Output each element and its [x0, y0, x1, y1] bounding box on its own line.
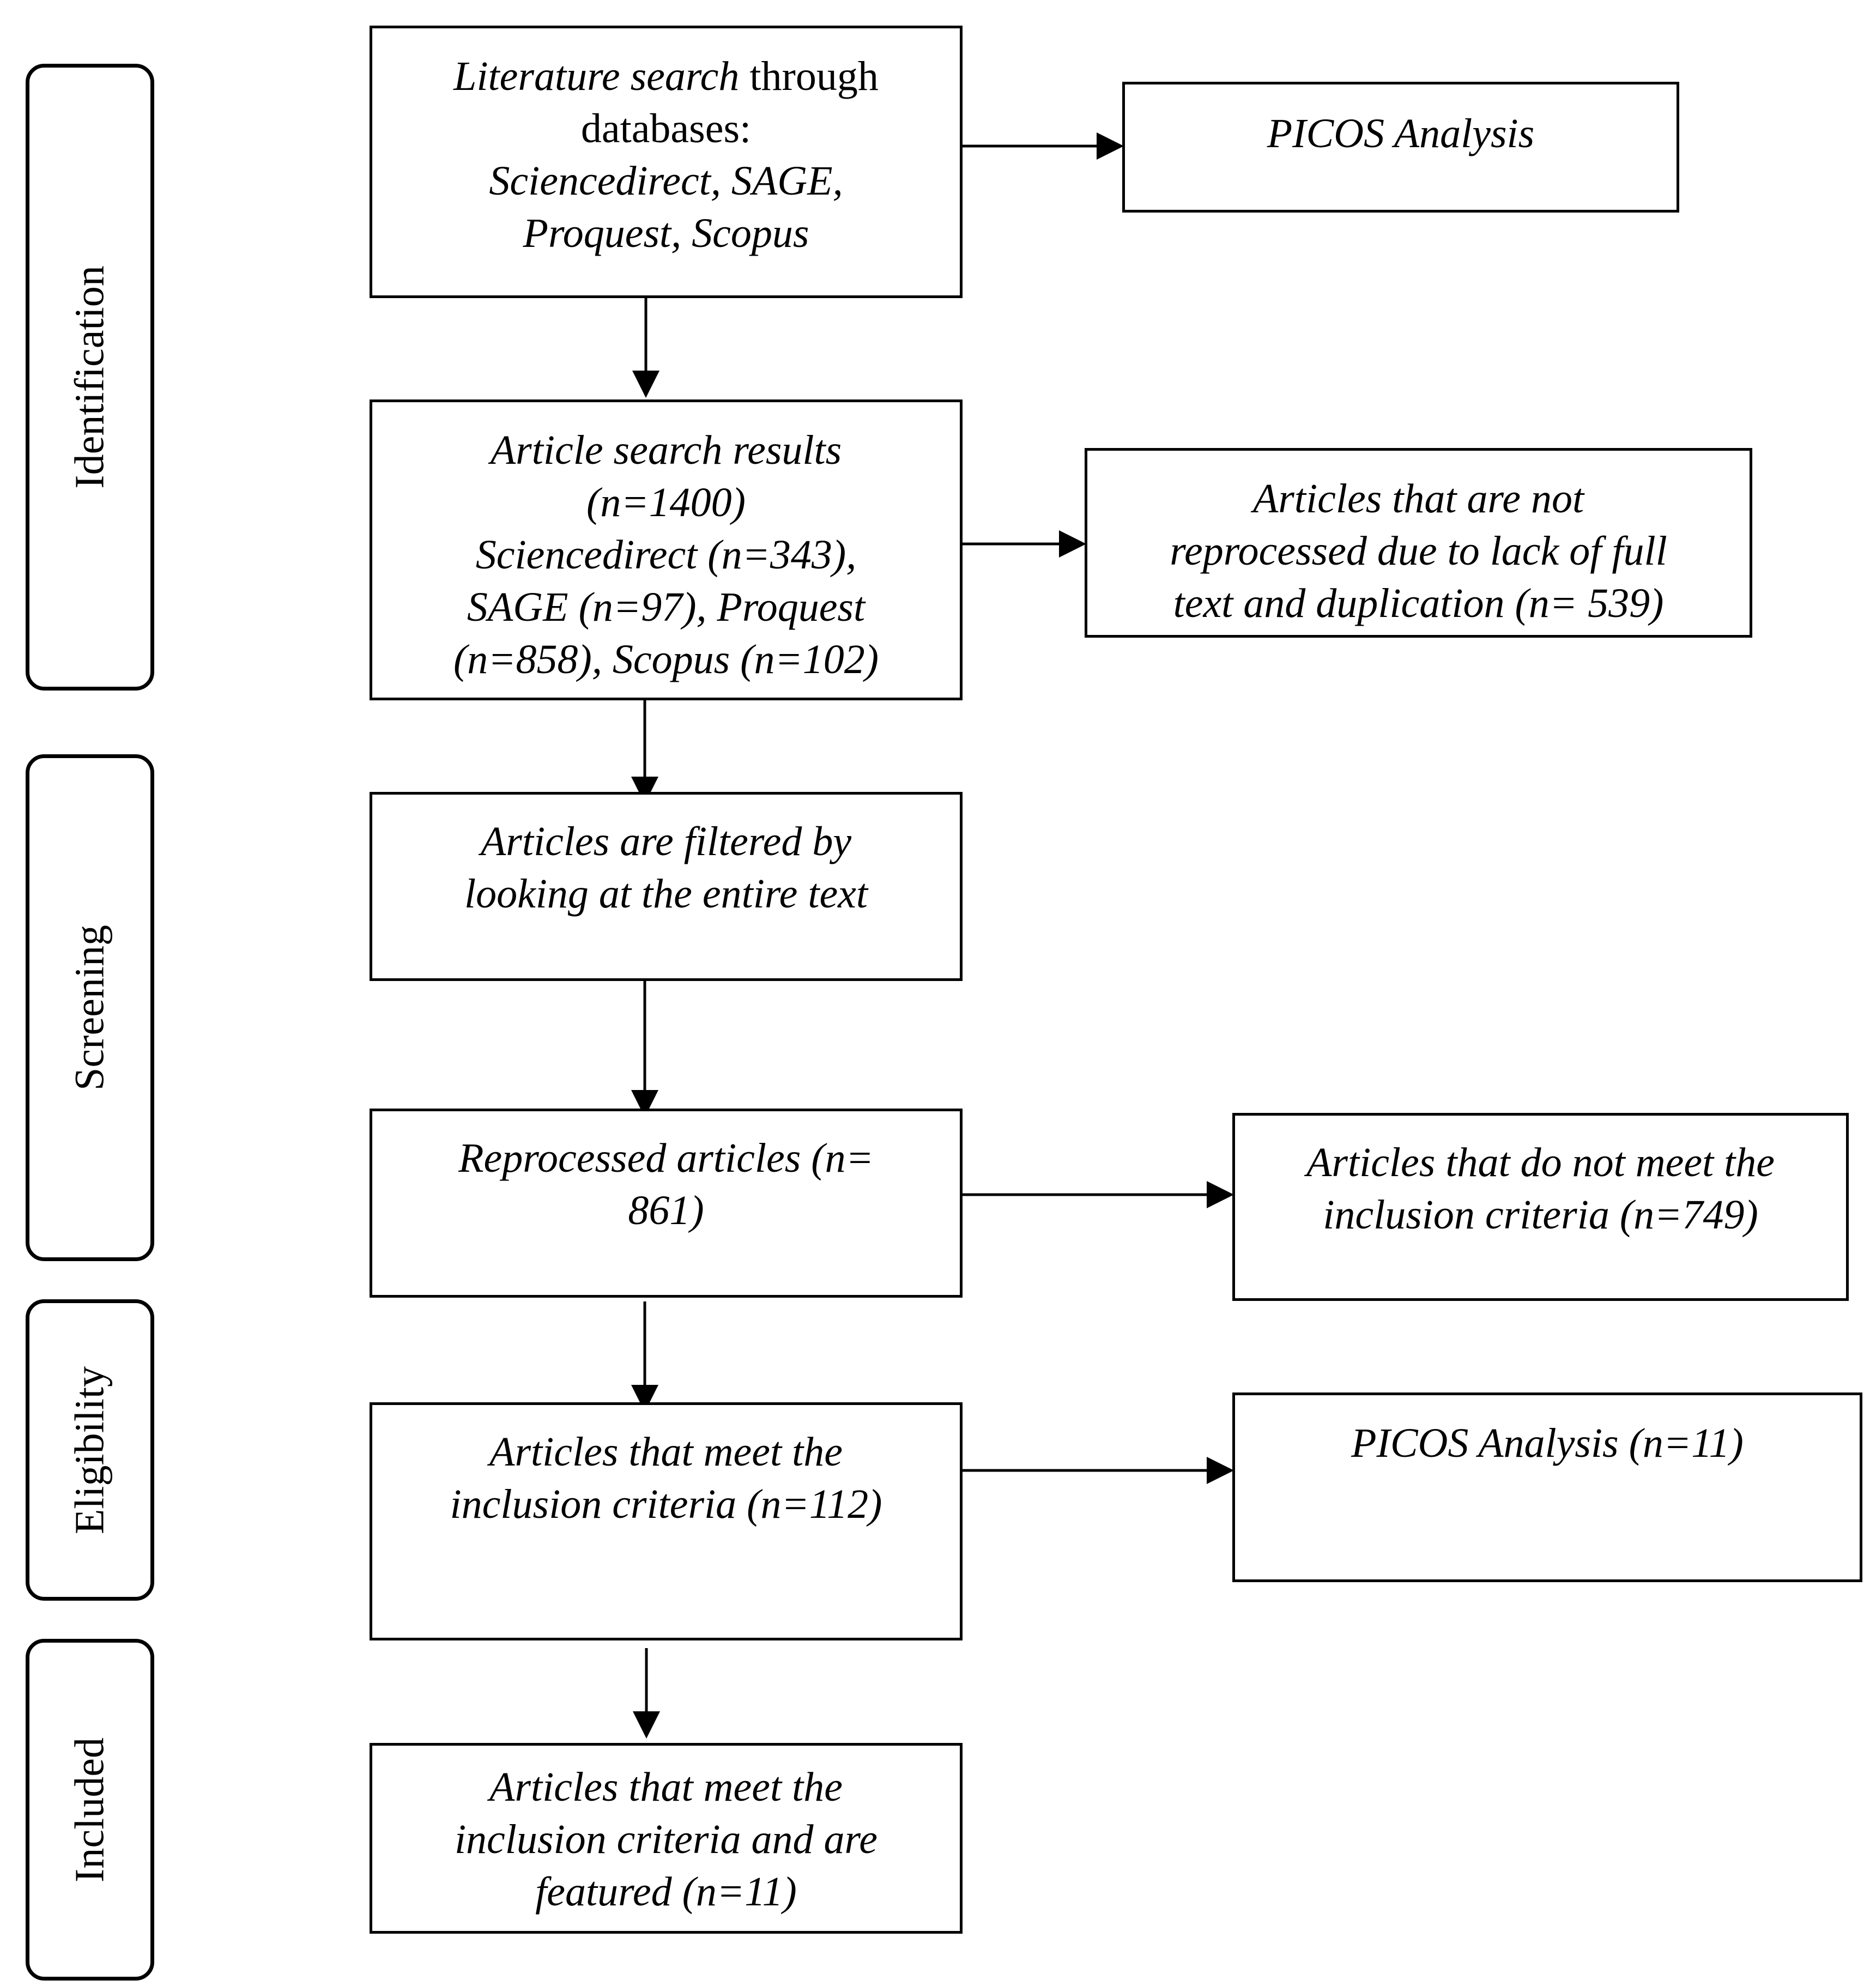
- search-databases-label: databases:: [580, 106, 752, 152]
- box-literature-search: Literature search through databases: Sci…: [370, 26, 963, 298]
- results-line-2: (n=1400): [586, 480, 746, 525]
- filtered-line-2: looking at the entire text: [464, 871, 868, 917]
- box-search-results: Article search results (n=1400) Scienced…: [370, 399, 963, 700]
- box-meet-criteria: Articles that meet the inclusion criteri…: [370, 1402, 963, 1640]
- search-database-list-1: Sciencedirect, SAGE,: [489, 158, 843, 204]
- stage-screening: Screening: [26, 754, 154, 1261]
- box-featured-articles: Articles that meet the inclusion criteri…: [370, 1743, 963, 1934]
- box-excluded-duplication: Articles that are not reprocessed due to…: [1085, 448, 1752, 638]
- picos-label: PICOS Analysis: [1267, 111, 1535, 156]
- search-database-list-2: Proquest, Scopus: [523, 210, 809, 256]
- stage-included: Included: [26, 1639, 154, 1981]
- results-line-3: Sciencedirect (n=343),: [475, 532, 857, 578]
- excluded-line-3: text and duplication (n= 539): [1173, 580, 1664, 626]
- box-picos-analysis: PICOS Analysis: [1122, 82, 1679, 213]
- excluded-line-1: Articles that are not: [1252, 476, 1584, 522]
- results-line-4: SAGE (n=97), Proquest: [467, 584, 866, 630]
- results-line-5: (n=858), Scopus (n=102): [453, 637, 879, 682]
- picos-n-label: PICOS Analysis (n=11): [1351, 1420, 1744, 1466]
- excluded-line-2: reprocessed due to lack of full: [1170, 528, 1667, 574]
- results-line-1: Article search results: [490, 427, 842, 473]
- reprocessed-line-1: Reprocessed articles (n=: [458, 1135, 874, 1181]
- search-lead-text: Literature search: [453, 53, 740, 99]
- featured-line-2: inclusion criteria and are: [454, 1817, 878, 1862]
- featured-line-3: featured (n=11): [535, 1869, 797, 1915]
- box-filtered-articles: Articles are filtered by looking at the …: [370, 792, 963, 981]
- reprocessed-line-2: 861): [628, 1188, 704, 1233]
- meet-line-1: Articles that meet the: [489, 1429, 843, 1475]
- stage-identification: Identification: [26, 64, 154, 691]
- meet-line-2: inclusion criteria (n=112): [450, 1481, 882, 1527]
- not-meet-line-2: inclusion criteria (n=749): [1323, 1192, 1758, 1238]
- box-reprocessed-articles: Reprocessed articles (n= 861): [370, 1109, 963, 1298]
- not-meet-line-1: Articles that do not meet the: [1306, 1140, 1775, 1185]
- featured-line-1: Articles that meet the: [489, 1764, 843, 1810]
- search-lead-text-plain: through: [739, 53, 879, 99]
- box-not-meet-criteria: Articles that do not meet the inclusion …: [1232, 1113, 1849, 1301]
- box-picos-analysis-n: PICOS Analysis (n=11): [1232, 1392, 1862, 1582]
- filtered-line-1: Articles are filtered by: [480, 819, 852, 864]
- stage-eligibility: Eligibility: [26, 1299, 154, 1601]
